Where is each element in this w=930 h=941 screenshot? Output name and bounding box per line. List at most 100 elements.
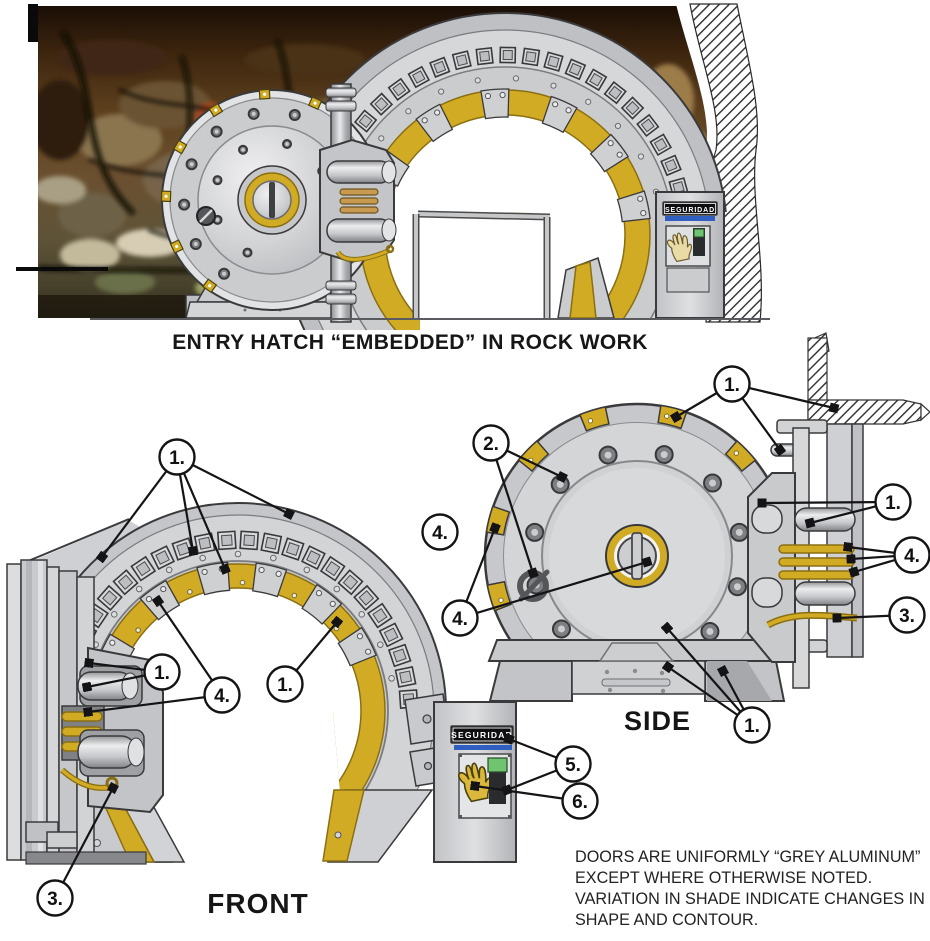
lock-rod xyxy=(61,711,103,722)
callout-side-4-lower: 4. xyxy=(441,599,479,637)
arch-stud xyxy=(407,65,431,89)
bolt-hole-center xyxy=(706,628,714,636)
rivet xyxy=(552,101,559,108)
stud-inner xyxy=(372,607,388,624)
arch-stud xyxy=(353,584,380,612)
stud-inner xyxy=(547,55,560,68)
stud-inner xyxy=(135,561,151,577)
bolt-hole-center xyxy=(285,142,289,146)
stud-inner xyxy=(568,62,582,76)
arch-stud xyxy=(281,537,305,561)
rivet xyxy=(637,153,645,160)
rivet xyxy=(378,135,385,142)
stud-inner xyxy=(374,97,389,112)
arch-stud xyxy=(260,532,283,555)
rivet xyxy=(585,98,592,105)
rivet xyxy=(275,570,282,577)
callout-side-1-top: 1. xyxy=(713,365,751,403)
flange-clip xyxy=(169,239,184,254)
svg-text:1.: 1. xyxy=(885,493,901,514)
arch-stud xyxy=(96,584,123,612)
callout-side-1-bottom: 1. xyxy=(733,706,771,744)
stud-inner xyxy=(664,158,678,172)
band-plate xyxy=(589,133,630,173)
arch-rivets xyxy=(347,75,660,211)
panel-lower-plate xyxy=(666,267,710,293)
bolt-hole-center xyxy=(182,202,187,207)
bolt-hole-center xyxy=(251,111,256,116)
hinge-springs xyxy=(339,188,379,214)
bolt-hole-center xyxy=(215,178,220,182)
base-bar xyxy=(601,678,671,687)
stud-inner xyxy=(306,550,321,565)
stud-inner xyxy=(198,536,212,550)
rim-wedge xyxy=(578,405,610,432)
rivet xyxy=(365,648,372,655)
callout-front-1-top: 1. xyxy=(158,438,196,476)
wedge-rivet xyxy=(587,418,594,424)
left-foot xyxy=(488,660,573,702)
lock-rods xyxy=(778,544,855,580)
scanner-bar-icon xyxy=(489,772,506,804)
rivet xyxy=(434,109,441,116)
rivet xyxy=(165,566,173,574)
band-plate xyxy=(541,95,578,134)
notes: DOORS ARE UNIFORMLY “GREY ALUMINUM” EXCE… xyxy=(575,847,925,931)
arch-stud xyxy=(429,56,451,78)
svg-text:4.: 4. xyxy=(214,686,230,707)
rivet xyxy=(329,600,336,607)
shoulder-mask xyxy=(0,430,129,562)
stud-inner xyxy=(342,574,359,590)
notes-line: DOORS ARE UNIFORMLY “GREY ALUMINUM” xyxy=(575,848,921,866)
svg-text:2.: 2. xyxy=(483,434,499,455)
rivet xyxy=(640,209,647,217)
clip-rivet xyxy=(208,284,212,288)
arch-stud xyxy=(369,92,394,116)
arch-stud xyxy=(475,46,494,66)
stud-inner xyxy=(325,561,341,577)
rivet xyxy=(356,633,364,640)
arch-stud xyxy=(353,109,378,133)
clip-rivet xyxy=(263,92,267,96)
door-hub xyxy=(237,165,307,235)
door-keyhole-slot xyxy=(199,209,213,223)
arch-stud xyxy=(451,50,472,71)
callout-side-4-right: 4. xyxy=(893,536,930,574)
callout-front-1-right: 1. xyxy=(266,665,304,703)
shoulder-edge xyxy=(20,518,130,565)
callout-side-2: 2. xyxy=(472,424,510,462)
stud-inner xyxy=(589,72,603,87)
callout-front-5: 5. xyxy=(554,745,592,783)
bolt-hole-center xyxy=(214,129,219,134)
svg-text:4.: 4. xyxy=(452,609,468,630)
seguridad-sublabel-bar xyxy=(454,745,512,750)
frame-mark-horizontal xyxy=(16,267,108,271)
band-plate xyxy=(415,103,454,143)
stud-inner xyxy=(285,542,300,556)
rivet xyxy=(637,195,644,202)
clip-rivet xyxy=(175,244,179,249)
rivet xyxy=(358,611,366,618)
stud-inner xyxy=(392,82,407,97)
pin-housing-top xyxy=(751,504,783,534)
rivet xyxy=(135,585,143,593)
front-view: SEGURIDAD xyxy=(0,430,517,865)
rivet xyxy=(160,585,167,593)
arch-stud xyxy=(387,643,412,668)
arch-stud xyxy=(300,545,326,570)
cable-hook xyxy=(385,244,395,254)
seguridad-label-text: SEGURIDAD xyxy=(665,207,715,214)
callout-front-6: 6. xyxy=(561,782,599,820)
svg-text:3.: 3. xyxy=(47,889,63,910)
stud-inner xyxy=(155,550,170,565)
arch-stud xyxy=(130,555,157,582)
arch-stud xyxy=(337,569,364,596)
rim-wedge xyxy=(517,439,550,473)
stud-inner xyxy=(411,70,426,84)
arch-stud xyxy=(620,96,645,120)
callout-front-4: 4. xyxy=(203,676,241,714)
wedge-rivet xyxy=(733,450,739,456)
pin-housing-bottom xyxy=(751,577,783,608)
bolt-hole-center xyxy=(292,112,297,117)
